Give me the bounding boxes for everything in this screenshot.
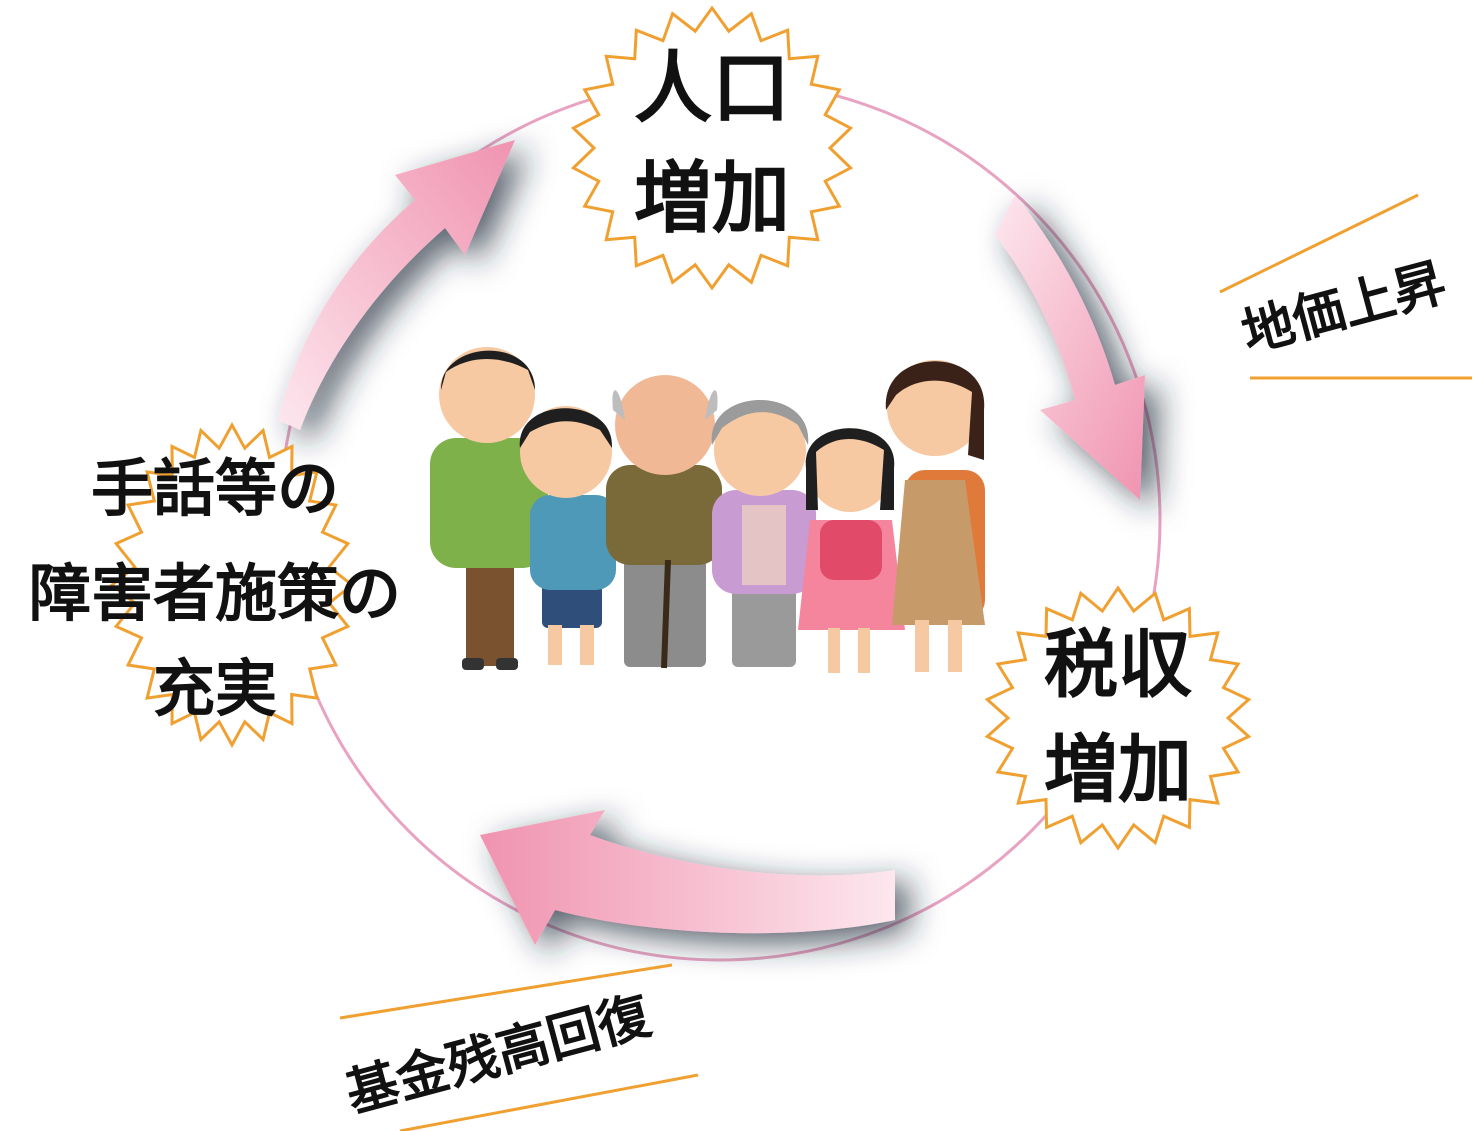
person-father — [430, 347, 548, 670]
fund-balance-note: 基金残高回復 — [339, 963, 699, 1131]
land-price-note: 地価上昇 — [1219, 193, 1472, 380]
policy-line3: 充実 — [153, 652, 277, 725]
person-grandmother — [711, 400, 816, 667]
policy-burst-shape — [109, 421, 355, 749]
population-burst-shape — [570, 5, 854, 291]
population-line1: 人口 — [634, 44, 790, 134]
tax-line1: 税収 — [1044, 622, 1192, 708]
fund-balance-top-line — [339, 963, 673, 1020]
population-increase-burst: 人口 増加 — [570, 5, 854, 291]
person-mother — [885, 360, 985, 672]
person-boy — [519, 406, 616, 665]
arrow-to-tax — [995, 195, 1145, 500]
fund-balance-bottom-line — [399, 1073, 699, 1131]
policy-enhancement-burst: 手話等の 障害者施策の 充実 — [29, 421, 401, 749]
arrow-to-population — [278, 140, 515, 430]
person-grandfather — [606, 375, 722, 669]
tax-burst-shape — [984, 585, 1252, 851]
population-line2: 増加 — [634, 154, 790, 244]
tax-line2: 増加 — [1044, 727, 1192, 813]
policy-line1: 手話等の — [91, 452, 339, 525]
family-group-illustration — [430, 347, 985, 673]
arrow-to-policy — [480, 810, 895, 945]
fund-balance-recovery-label: 基金残高回復 — [340, 986, 658, 1125]
policy-line2: 障害者施策の — [29, 557, 401, 630]
land-price-top-line — [1219, 193, 1419, 294]
person-girl — [798, 428, 905, 673]
tax-revenue-increase-burst: 税収 増加 — [984, 585, 1252, 851]
